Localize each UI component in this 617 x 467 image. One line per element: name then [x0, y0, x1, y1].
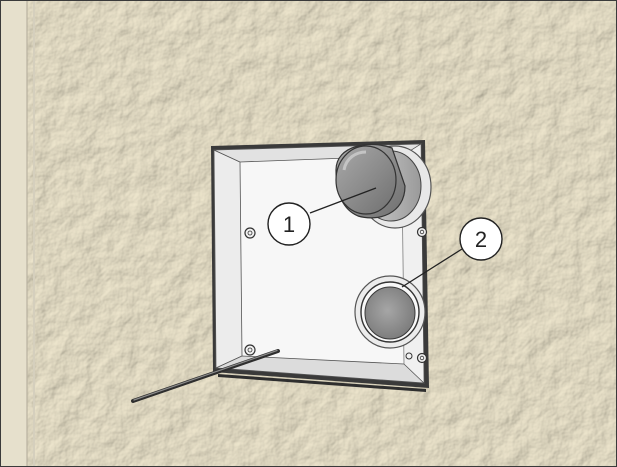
wall-corner — [1, 1, 27, 466]
box-bottom-shadow — [218, 374, 426, 392]
rod-icon — [131, 349, 280, 403]
callout-2-leader — [401, 248, 463, 288]
screw-icon — [405, 352, 413, 360]
box-left-bevel — [213, 149, 243, 369]
upper-pipe-opening — [335, 143, 432, 229]
lower-pipe-opening — [354, 275, 426, 349]
screw-icon — [416, 352, 428, 364]
callout-1: 1 — [267, 187, 377, 246]
screw-icon — [244, 227, 256, 239]
callout-2-number: 2 — [475, 227, 487, 252]
upper-pipe-end — [335, 145, 397, 215]
upper-pipe-highlight — [342, 150, 367, 171]
lower-pipe-end — [364, 286, 416, 340]
callout-1-leader — [309, 187, 377, 214]
callout-2: 2 — [401, 217, 503, 288]
screw-icon — [244, 344, 256, 356]
callout-2-circle — [459, 217, 503, 261]
callout-1-number: 1 — [283, 212, 295, 237]
screw-icon — [416, 226, 428, 238]
callout-1-circle — [267, 202, 311, 246]
